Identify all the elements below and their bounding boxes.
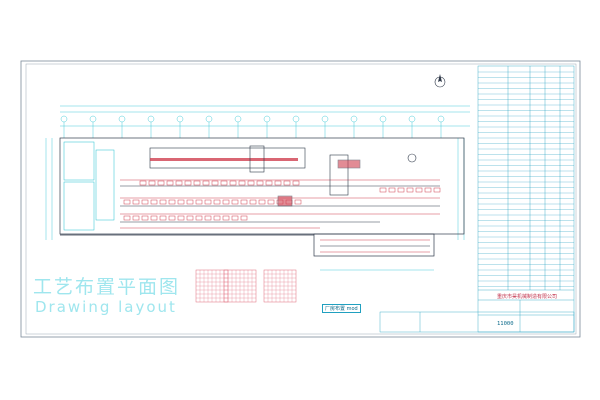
equipment-unit (240, 199, 248, 205)
equipment-unit (159, 215, 167, 221)
column-grid-bubble (89, 115, 97, 123)
equipment-unit (132, 215, 140, 221)
equipment-unit (166, 180, 174, 186)
equipment-unit (141, 199, 149, 205)
equipment-unit (256, 180, 264, 186)
upper-conveyor (149, 145, 306, 173)
equipment-unit (397, 187, 405, 193)
building-outline (59, 137, 465, 257)
equipment-unit (283, 180, 291, 186)
equipment-unit (184, 180, 192, 186)
equipment-unit (150, 215, 158, 221)
equipment-unit (213, 199, 221, 205)
equipment-unit (424, 187, 432, 193)
equipment-unit (258, 199, 266, 205)
equipment-unit (195, 215, 203, 221)
stamp-label: 厂房布置 mod (322, 304, 361, 313)
hatch-grids (195, 269, 297, 303)
equipment-unit (274, 180, 282, 186)
equipment-unit (249, 199, 257, 205)
equipment-unit (267, 199, 275, 205)
equipment-unit (220, 180, 228, 186)
equipment-unit (294, 199, 302, 205)
equipment-unit (168, 215, 176, 221)
column-grid-bubble (60, 115, 68, 123)
equipment-unit (292, 180, 300, 186)
equipment-unit (132, 199, 140, 205)
equipment-unit (157, 180, 165, 186)
column-grid-bubble (263, 115, 271, 123)
column-grid-bubble (118, 115, 126, 123)
equipment-unit (222, 199, 230, 205)
equipment-unit (238, 180, 246, 186)
drawing-number: 11000 (497, 321, 514, 327)
equipment-unit (433, 187, 441, 193)
equipment-unit (193, 180, 201, 186)
equipment-unit (148, 180, 156, 186)
equipment-unit (202, 180, 210, 186)
equipment-unit (222, 215, 230, 221)
equipment-unit (159, 199, 167, 205)
equipment-unit (229, 180, 237, 186)
column-grid-bubble (379, 115, 387, 123)
equipment-unit (406, 187, 414, 193)
column-grid-bubble (205, 115, 213, 123)
company-name: 重庆市昊机械制造有限公司 (497, 294, 558, 300)
column-grid-bubble (234, 115, 242, 123)
column-grid-bubble (176, 115, 184, 123)
drawing-title-english: Drawing layout (35, 298, 177, 316)
equipment-unit (379, 187, 387, 193)
equipment-unit (231, 199, 239, 205)
column-grid-bubble (147, 115, 155, 123)
equipment-unit (231, 215, 239, 221)
equipment-unit (150, 199, 158, 205)
equipment-unit (139, 180, 147, 186)
top-column-grid-bubbles (60, 115, 445, 138)
equipment-unit (141, 215, 149, 221)
column-grid-bubble (321, 115, 329, 123)
inner-frame (25, 63, 577, 335)
column-grid-bubble (437, 115, 445, 123)
equipment-unit (177, 199, 185, 205)
column-grid-bubble (292, 115, 300, 123)
equipment-unit (211, 180, 219, 186)
equipment-unit (415, 187, 423, 193)
title-block-lower (379, 289, 575, 333)
top-dimension-lines (60, 105, 470, 127)
equipment-unit (168, 199, 176, 205)
column-grid-bubble (350, 115, 358, 123)
compass-icon (434, 73, 446, 88)
outer-frame (20, 60, 581, 338)
title-block-rows (478, 71, 574, 287)
equipment-unit (247, 180, 255, 186)
title-block (477, 65, 575, 333)
equipment-unit (175, 180, 183, 186)
machine-cluster (277, 153, 417, 207)
equipment-unit (177, 215, 185, 221)
equipment-unit (195, 199, 203, 205)
left-rooms (63, 141, 115, 231)
equipment-unit (123, 199, 131, 205)
equipment-unit (240, 215, 248, 221)
equipment-unit (123, 215, 131, 221)
side-dimension-lines (45, 138, 465, 240)
lower-extension (320, 239, 434, 271)
equipment-unit (186, 215, 194, 221)
equipment-unit (213, 215, 221, 221)
equipment-unit (204, 215, 212, 221)
equipment-unit (186, 199, 194, 205)
equipment-unit (265, 180, 273, 186)
drawing-title-chinese: 工艺布置平面图 (33, 276, 181, 298)
column-grid-bubble (408, 115, 416, 123)
equipment-unit (388, 187, 396, 193)
equipment-unit (204, 199, 212, 205)
